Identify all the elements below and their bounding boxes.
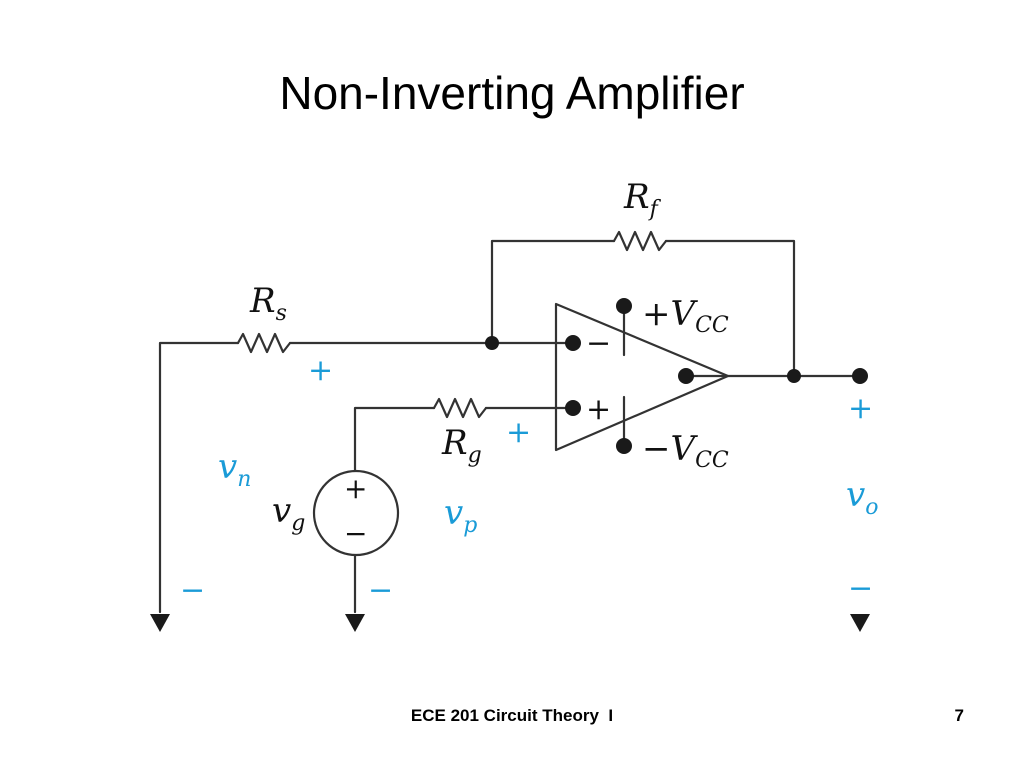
resistor-rg <box>432 397 488 419</box>
opamp-inverting-sign: − <box>586 326 611 361</box>
vo-minus: − <box>848 571 873 606</box>
opamp-body <box>554 302 730 452</box>
vn-plus: + <box>308 353 333 388</box>
wire-feedback-right <box>664 239 796 378</box>
node-feedback <box>485 336 499 350</box>
ground-vg <box>345 614 365 632</box>
source-plus: + <box>344 472 367 505</box>
vn-minus: − <box>180 573 205 608</box>
voltage-source <box>312 469 400 557</box>
wire-vn-left <box>158 341 240 614</box>
label-rs: Rs <box>249 281 287 326</box>
ground-vn <box>150 614 170 632</box>
node-inverting-input <box>565 335 581 351</box>
node-supply-neg <box>616 438 632 454</box>
node-opamp-output <box>678 368 694 384</box>
label-vo: vo <box>846 475 878 520</box>
node-output-junction <box>787 369 801 383</box>
node-noninverting-input <box>565 400 581 416</box>
label-rf: Rf <box>623 177 662 222</box>
resistor-rf <box>612 230 668 252</box>
footer-page-number: 7 <box>954 706 964 725</box>
label-rg: Rg <box>441 423 482 468</box>
wire-feedback-left <box>490 239 616 345</box>
resistor-rs <box>236 332 292 354</box>
node-output-terminal <box>852 368 868 384</box>
label-supply-neg: −VCC <box>642 429 729 473</box>
label-vg: vg <box>272 491 305 536</box>
label-vp: vp <box>444 493 477 538</box>
vo-plus: + <box>848 391 873 426</box>
label-vn: vn <box>218 447 251 492</box>
opamp-noninverting-sign: + <box>586 392 611 427</box>
source-minus: − <box>344 517 367 550</box>
ground-vo <box>850 614 870 632</box>
slide-title: Non-Inverting Amplifier <box>279 67 745 119</box>
label-supply-pos: +VCC <box>642 294 729 338</box>
node-supply-pos <box>616 298 632 314</box>
vp-minus: − <box>368 573 393 608</box>
vp-plus: + <box>506 415 531 450</box>
footer-course: ECE 201 Circuit Theory I <box>410 706 614 725</box>
